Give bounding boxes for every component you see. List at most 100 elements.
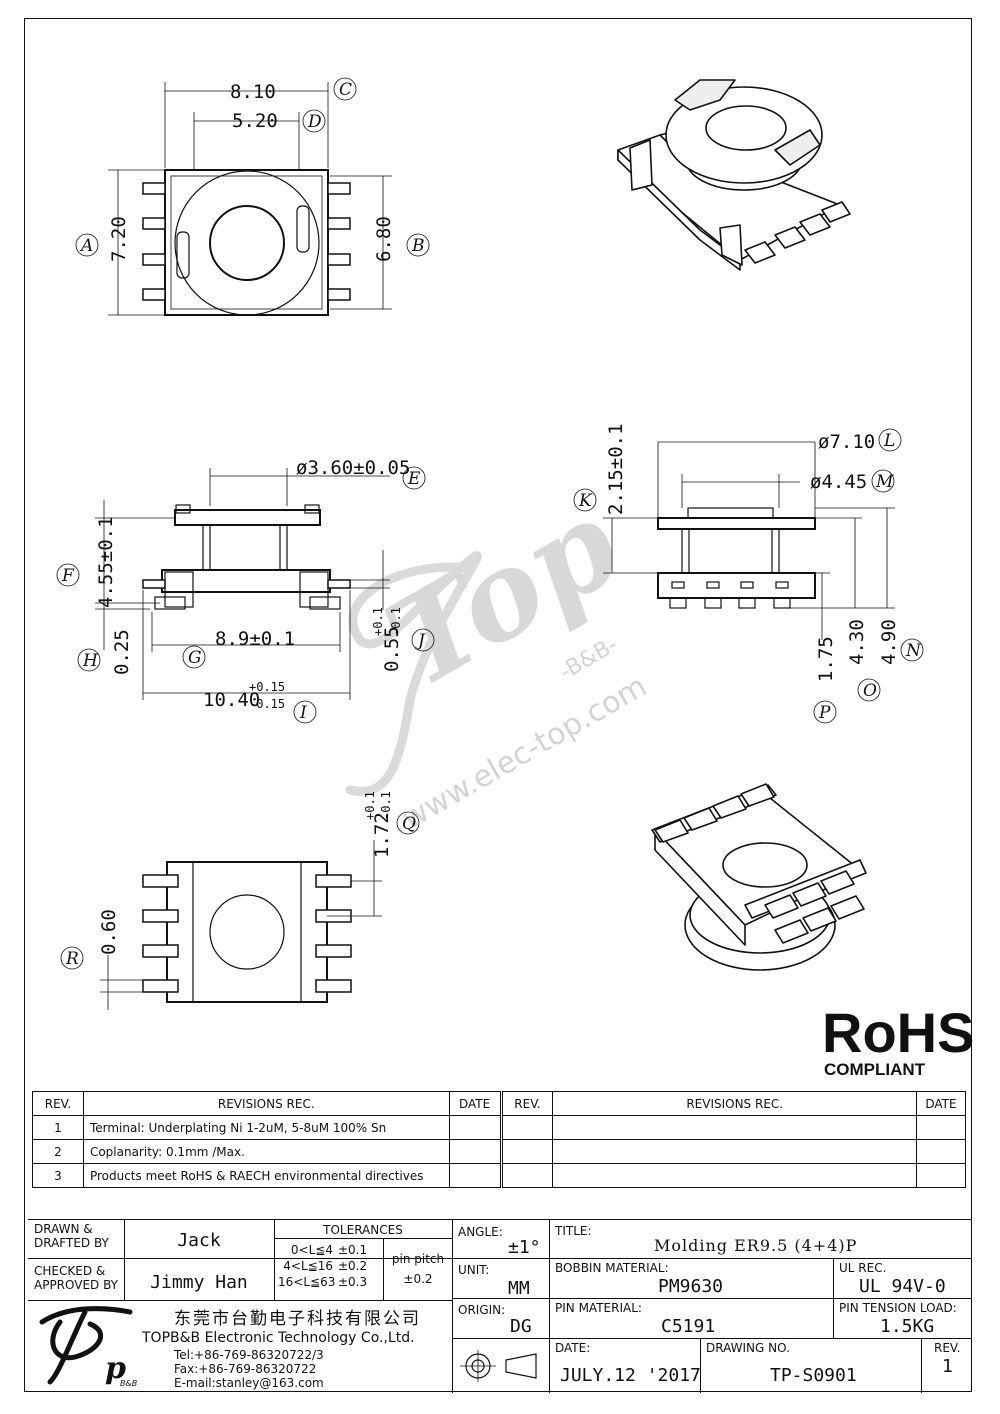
title-block: DRAWN & DRAFTED BY Jack CHECKED & APPROV… <box>28 1219 972 1393</box>
label-l: L <box>883 431 895 451</box>
dim-front-overall: 10.40 <box>203 689 260 711</box>
rev-value: 1 <box>942 1356 953 1377</box>
revision-text: Terminal: Underplating Ni 1-2uM, 5-8uM 1… <box>82 1115 450 1140</box>
tol-range: 4<L≦16 <box>283 1259 333 1273</box>
bobbin-label: BOBBIN MATERIAL: <box>555 1261 669 1275</box>
dim-side-core-h: 4.30 <box>846 619 868 665</box>
drawing-frame <box>24 18 972 1392</box>
top-view: 8.10 5.20 C D 7.20 6.80 A B <box>75 77 430 316</box>
label-h: H <box>82 651 99 671</box>
rohs-compliant: COMPLIANT <box>824 1060 926 1079</box>
revision-text: Products meet RoHS & RAECH environmental… <box>82 1163 450 1188</box>
company-tel: Tel:+86-769-86320722/3 <box>174 1348 324 1362</box>
watermark-logo: Top <box>364 473 642 715</box>
unit-label: UNIT: <box>458 1263 490 1277</box>
dim-front-standoff: 0.25 <box>111 629 133 675</box>
tol-value: ±0.3 <box>338 1275 368 1289</box>
dim-top-width-inner: 5.20 <box>232 110 278 132</box>
rec-header-2: REVISIONS REC. <box>552 1091 917 1116</box>
checked-by: Jimmy Han <box>150 1272 248 1293</box>
label-p: P <box>818 703 831 723</box>
tension-value: 1.5KG <box>880 1316 935 1337</box>
dim-bottom-pitch: 0.60 <box>98 909 120 955</box>
dim-front-height: 4.55±0.1 <box>95 516 117 608</box>
company-fax: Fax:+86-769-86320722 <box>174 1362 317 1376</box>
date-header: DATE <box>448 1091 501 1116</box>
label-d: D <box>307 112 322 132</box>
label-q: Q <box>402 814 416 834</box>
rev-label: REV. <box>934 1341 961 1355</box>
rohs-mark: RoHS COMPLIANT <box>822 1001 974 1079</box>
revision-row: 2 Coplanarity: 0.1mm /Max. <box>32 1139 967 1164</box>
dim-top-height-overall: 7.20 <box>108 216 130 262</box>
drawn-by: Jack <box>177 1230 221 1251</box>
revisions-header: REV. REVISIONS REC. DATE REV. REVISIONS … <box>32 1091 967 1116</box>
label-n: N <box>905 641 922 661</box>
tension-label: PIN TENSION LOAD: <box>839 1301 957 1315</box>
dim-front-pin-thk: 0.55 <box>381 626 403 672</box>
pin-material-value: C5191 <box>661 1316 716 1337</box>
label-b: B <box>411 236 425 256</box>
label-i: I <box>299 703 307 723</box>
dim-side-total-h: 4.90 <box>878 619 900 665</box>
dim-front-overall-tol-plus: +0.15 <box>249 680 285 694</box>
revision-row: 3 Products meet RoHS & RAECH environment… <box>32 1163 967 1188</box>
pin-material-label: PIN MATERIAL: <box>555 1301 642 1315</box>
dim-side-flange: ø7.10 <box>818 431 875 453</box>
dim-front-pin-thk-tol-minus: -0.1 <box>389 607 403 636</box>
drawing-no-value: TP-S0901 <box>770 1365 857 1386</box>
watermark-sub: -B&B- <box>556 632 623 685</box>
dim-side-core: ø4.45 <box>810 471 867 493</box>
rev-header: REV. <box>32 1091 84 1116</box>
logo-sub: B&B <box>120 1379 137 1388</box>
dim-bottom-pin-len-tol-minus: -0.1 <box>379 791 393 820</box>
dim-front-bore: ø3.60±0.05 <box>296 457 410 479</box>
label-j: J <box>415 631 426 651</box>
bobbin-value: PM9630 <box>658 1276 724 1297</box>
bottom-view: 1.72 +0.1 -0.1 Q 0.60 R <box>60 791 420 1010</box>
revision-row: 1 Terminal: Underplating Ni 1-2uM, 5-8uM… <box>32 1115 967 1140</box>
revision-number: 3 <box>32 1163 84 1188</box>
angle-label: ANGLE: <box>458 1225 503 1239</box>
label-a: A <box>79 236 93 256</box>
side-view: ø7.10 L ø4.45 M 2.15±0.1 K 1.75 4.30 4.9… <box>573 423 924 724</box>
rev-header-2: REV. <box>501 1091 554 1116</box>
svg-text:p: p <box>105 1351 126 1386</box>
dim-bottom-pin-len-tol-plus: +0.1 <box>363 791 377 820</box>
date-header-2: DATE <box>915 1091 967 1116</box>
company-cn: 东莞市台勤电子科技有限公司 <box>174 1309 421 1329</box>
label-f: F <box>61 566 75 586</box>
date-label: DATE: <box>555 1341 591 1355</box>
drawing-no-label: DRAWING NO. <box>706 1341 790 1355</box>
checked-label: CHECKED & APPROVED BY <box>34 1264 119 1292</box>
company-email: E-mail:stanley@163.com <box>174 1376 324 1390</box>
label-c: C <box>339 80 352 100</box>
revision-date <box>448 1115 501 1140</box>
dim-side-flange-h: 2.15±0.1 <box>605 423 627 515</box>
dim-top-width-overall: 8.10 <box>230 81 276 103</box>
label-k: K <box>578 491 593 511</box>
date-value: JULY.12 '2017 <box>560 1365 701 1386</box>
rohs-brand: RoHS <box>822 1001 974 1064</box>
title-label: TITLE: <box>555 1224 592 1238</box>
dim-side-base-h: 1.75 <box>815 636 837 682</box>
pin-pitch-label: pin pitch <box>391 1252 445 1266</box>
ul-label: UL REC. <box>839 1261 887 1275</box>
origin-label: ORIGIN: <box>458 1303 506 1317</box>
pin-pitch-tol: ±0.2 <box>403 1272 433 1286</box>
tol-range: 16<L≦63 <box>278 1275 336 1289</box>
dim-front-pin-span: 8.9±0.1 <box>215 628 295 650</box>
revision-date <box>448 1139 501 1164</box>
isometric-view-top <box>617 79 851 271</box>
tol-value: ±0.2 <box>338 1259 368 1273</box>
company-en: TOPB&B Electronic Technology Co.,Ltd. <box>142 1330 415 1346</box>
angle-value: ±1° <box>508 1237 541 1258</box>
label-r: R <box>65 949 79 969</box>
drawn-label: DRAWN & DRAFTED BY <box>34 1222 109 1250</box>
tolerances-label: TOLERANCES <box>323 1223 403 1237</box>
label-m: M <box>875 472 894 492</box>
projection-symbol <box>460 1350 537 1382</box>
dim-front-pin-thk-tol-plus: +0.1 <box>371 607 385 636</box>
tol-value: ±0.1 <box>338 1243 368 1257</box>
